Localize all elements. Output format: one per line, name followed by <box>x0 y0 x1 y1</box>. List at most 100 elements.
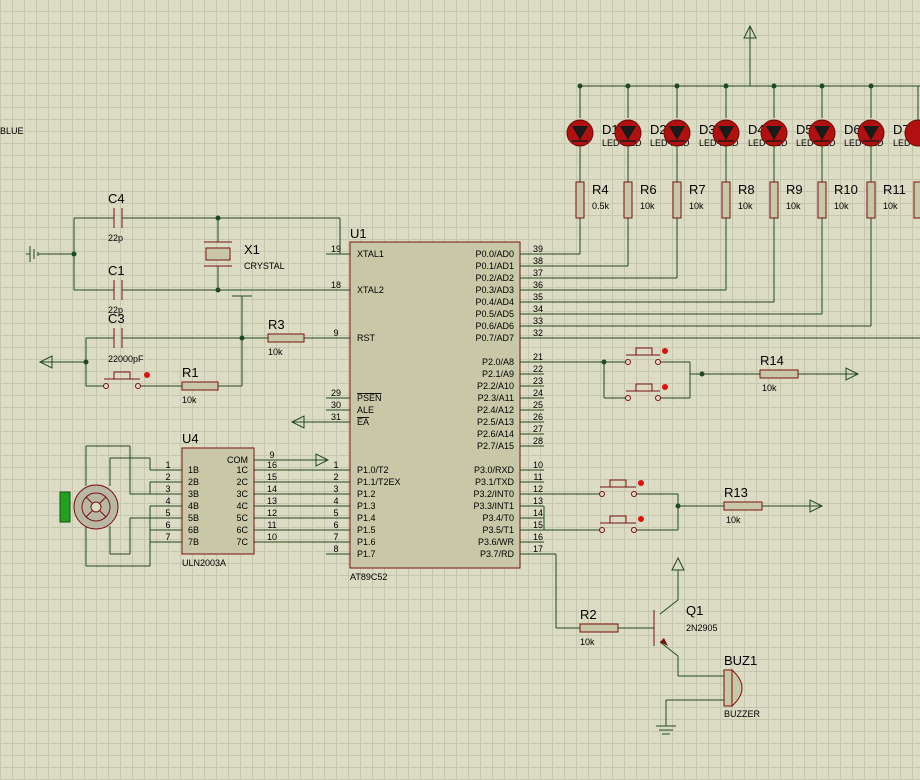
led-d5[interactable]: D5LED-RED <box>760 83 836 183</box>
pin-number: 22 <box>533 364 543 374</box>
pin-name: XTAL1 <box>357 249 384 259</box>
pin-name: 2B <box>188 477 199 487</box>
pin-name: 6C <box>236 525 248 535</box>
pin-number: 25 <box>533 400 543 410</box>
pin-number: 21 <box>533 352 543 362</box>
capacitor-c4[interactable]: C4 22p <box>108 191 125 243</box>
p2-button-network <box>520 359 860 399</box>
buzzer-driver-wiring <box>520 553 724 735</box>
pin-number: 12 <box>267 508 277 518</box>
c3-value: 22000pF <box>108 354 144 364</box>
resistor-r13[interactable]: R13 10k <box>723 485 763 525</box>
pin-number: 3 <box>165 484 170 494</box>
pin-name: P0.0/AD0 <box>475 249 514 259</box>
net-label-blue: BLUE <box>0 126 24 136</box>
r2-ref: R2 <box>580 607 597 622</box>
pin-name: P2.2/A10 <box>477 381 514 391</box>
pin-name: ALE <box>357 405 374 415</box>
pin-number: 10 <box>533 460 543 470</box>
reset-button-indicator-icon <box>144 372 150 378</box>
pin-number: 35 <box>533 292 543 302</box>
pin-name: P0.4/AD4 <box>475 297 514 307</box>
pin-number: 7 <box>333 532 338 542</box>
led-value: LED-RED <box>893 138 920 148</box>
pin-name: COM <box>227 455 248 465</box>
led-bank: D1LED-REDR40.5kD2LED-REDR610kD3LED-REDR7… <box>566 83 920 219</box>
x1-ref: X1 <box>244 242 260 257</box>
pin-number: 2 <box>333 472 338 482</box>
capacitor-c3[interactable]: C3 22000pF <box>108 311 144 364</box>
pin-name: P0.6/AD6 <box>475 321 514 331</box>
pin-name: P3.3/INT1 <box>473 501 514 511</box>
pin-number: 6 <box>333 520 338 530</box>
pin-number: 14 <box>533 508 543 518</box>
resistor-ref: R4 <box>592 182 609 197</box>
pin-number: 11 <box>533 472 542 482</box>
pin-name: PSEN <box>357 393 382 403</box>
u1-right-pins: 39P0.0/AD038P0.1/AD137P0.2/AD236P0.3/AD3… <box>473 244 544 559</box>
resistor-value: 10k <box>834 201 849 211</box>
pin-name: 4B <box>188 501 199 511</box>
u1-value: AT89C52 <box>350 572 387 582</box>
led-ref: D1 <box>602 122 619 137</box>
pin-name: P1.7 <box>357 549 376 559</box>
pin-name: P2.3/A11 <box>478 393 514 403</box>
led-ref: D6 <box>844 122 861 137</box>
p3-button-a[interactable] <box>599 479 645 497</box>
pin-name: 3C <box>236 489 248 499</box>
pin-name: 1C <box>236 465 248 475</box>
pin-name: XTAL2 <box>357 285 384 295</box>
resistor-ref: R7 <box>689 182 706 197</box>
stepper-motor[interactable] <box>59 484 119 530</box>
pin-number: 16 <box>533 532 543 542</box>
resistor-r14[interactable]: R14 10k <box>759 353 799 393</box>
resistor-r2[interactable]: R2 10k <box>579 607 619 647</box>
pin-name: P1.2 <box>357 489 376 499</box>
r1-value: 10k <box>182 395 197 405</box>
led-d2[interactable]: D2LED-RED <box>614 83 690 183</box>
resistor-r3[interactable]: R3 10k <box>267 317 305 357</box>
button-indicator-icon <box>662 384 668 390</box>
pin-name: P0.3/AD3 <box>475 285 514 295</box>
p3-button-b[interactable] <box>599 515 645 533</box>
led-ref: D4 <box>748 122 765 137</box>
resistor-r4[interactable]: R4 0.5k <box>575 181 610 219</box>
resistor-value: 0.5k <box>592 201 610 211</box>
ea-terminal <box>290 415 350 429</box>
resistor-value: 10k <box>738 201 753 211</box>
p2-button-a[interactable] <box>625 347 669 365</box>
pin-number: 16 <box>267 460 277 470</box>
transistor-q1[interactable]: Q1 2N2905 <box>653 603 718 646</box>
pin-name: P2.4/A12 <box>477 405 514 415</box>
pin-name: P2.6/A14 <box>477 429 514 439</box>
led-partial <box>904 119 920 219</box>
pin-number: 19 <box>331 244 341 254</box>
buzzer-buz1[interactable]: BUZ1 BUZZER <box>723 653 761 719</box>
resistor-value: 10k <box>786 201 801 211</box>
resistor-ref: R11 <box>883 182 906 197</box>
pin-name: P0.2/AD2 <box>475 273 514 283</box>
reset-button[interactable] <box>103 371 151 389</box>
pin-name: P1.4 <box>357 513 376 523</box>
pin-name: P3.7/RD <box>480 549 515 559</box>
crystal-x1[interactable]: X1 CRYSTAL <box>204 241 285 271</box>
p2-button-b[interactable] <box>625 383 669 401</box>
capacitor-c1[interactable]: C1 22p <box>108 263 125 315</box>
c4-ref: C4 <box>108 191 125 206</box>
led-ref: D3 <box>699 122 716 137</box>
pin-name: P3.2/INT0 <box>473 489 514 499</box>
resistor-r1[interactable]: R1 10k <box>181 365 219 405</box>
pin-name: 4C <box>236 501 248 511</box>
q1-ref: Q1 <box>686 603 703 618</box>
